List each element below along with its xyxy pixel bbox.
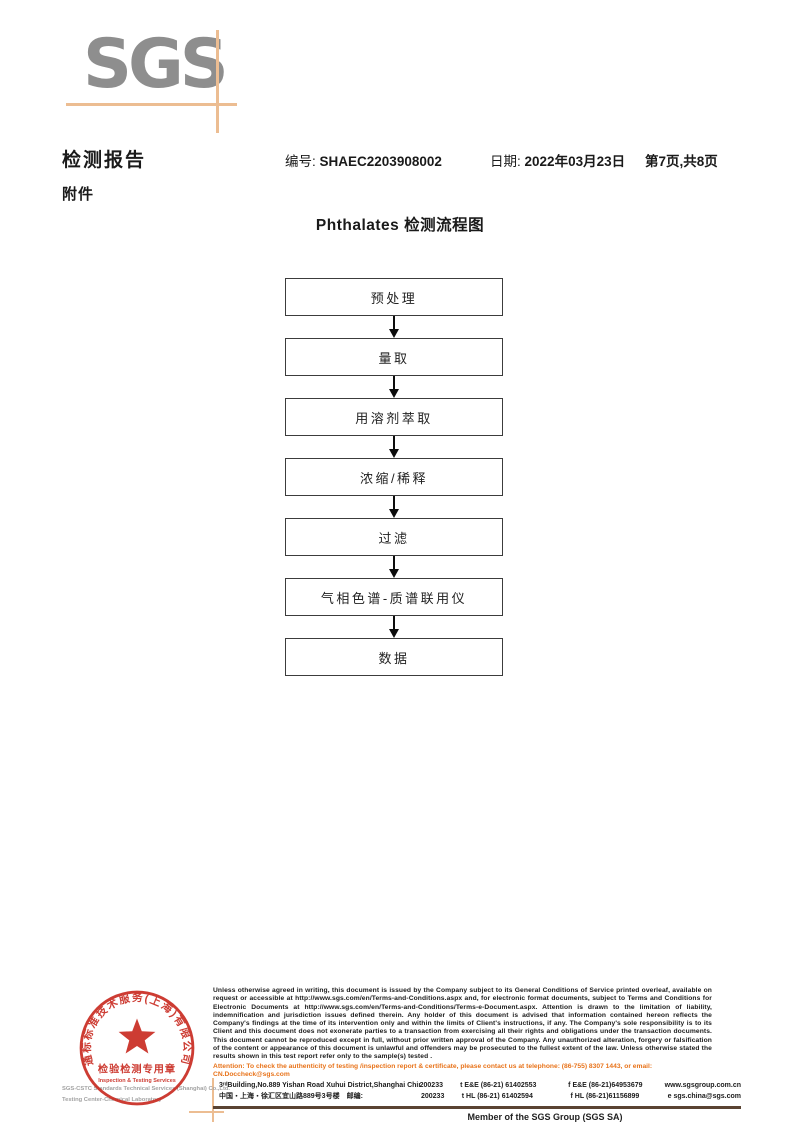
arrow-down-icon <box>285 316 503 338</box>
inspection-stamp-icon: 通标标准技术服务(上海)有限公司 检验检测专用章 Inspection & Te… <box>79 990 195 1106</box>
footer-divider <box>213 1106 741 1109</box>
legal-paragraph: Unless otherwise agreed in writing, this… <box>213 987 712 1061</box>
page-indicator: 第7页,共8页 <box>645 154 718 169</box>
address-crosshair-hline <box>189 1111 224 1113</box>
address-english: 3ʳᵈBuilding,No.889 Yishan Road Xuhui Dis… <box>219 1082 420 1089</box>
flow-step-pretreatment: 预处理 <box>285 278 503 316</box>
stamp-star-icon <box>118 1018 156 1054</box>
arrow-down-icon <box>285 616 503 638</box>
report-number-label: 编号: <box>285 154 316 169</box>
address-row-english: 3ʳᵈBuilding,No.889 Yishan Road Xuhui Dis… <box>219 1080 741 1091</box>
attachment-label: 附件 <box>62 186 95 203</box>
report-title: 检测报告 <box>62 150 147 171</box>
stamp-center-text: 检验检测专用章 <box>98 1062 176 1075</box>
arrow-down-icon <box>285 496 503 518</box>
report-number: 编号: SHAEC2203908002 <box>285 150 442 170</box>
flowchart: 预处理 量取 用溶剂萃取 浓缩/稀释 过滤 气相色谱-质谱联用仪 数据 <box>285 278 503 676</box>
address-block: 3ʳᵈBuilding,No.889 Yishan Road Xuhui Dis… <box>219 1080 741 1102</box>
lab-company-line1: SGS-CSTC Standards Technical Services (S… <box>62 1086 231 1092</box>
lab-company-line2: Testing Center-Chemical Laboratory <box>62 1097 162 1103</box>
legal-disclaimer: Unless otherwise agreed in writing, this… <box>213 987 712 1079</box>
address-row-chinese: 中国・上海・徐汇区宜山路889号3号楼 邮编: 200233 t HL (86-… <box>219 1091 741 1102</box>
sgs-logo: SGS <box>83 25 229 104</box>
address-chinese: 中国・上海・徐汇区宜山路889号3号楼 邮编: <box>219 1093 363 1100</box>
arrow-down-icon <box>285 376 503 398</box>
lab-company-name: SGS-CSTC Standards Technical Services (S… <box>62 1084 232 1106</box>
logo-horizontal-line <box>66 103 237 106</box>
flow-step-measure: 量取 <box>285 338 503 376</box>
flow-step-concentrate-dilute: 浓缩/稀释 <box>285 458 503 496</box>
website-url: www.sgsgroup.com.cn <box>664 1082 741 1089</box>
address-crosshair-vline <box>212 1078 214 1122</box>
report-date-value: 2022年03月23日 <box>524 154 626 169</box>
report-number-value: SHAEC2203908002 <box>319 154 442 169</box>
sgs-group-membership: Member of the SGS Group (SGS SA) <box>467 1112 623 1122</box>
fax-english: f E&E (86-21)64953679 <box>568 1082 643 1089</box>
flowchart-title: Phthalates 检测流程图 <box>315 217 485 234</box>
flow-step-data: 数据 <box>285 638 503 676</box>
logo-vertical-line <box>216 30 219 133</box>
attention-notice: Attention: To check the authenticity of … <box>213 1062 653 1078</box>
stamp-english-text: Inspection & Testing Services <box>98 1078 176 1084</box>
telephone-english: t E&E (86-21) 61402553 <box>460 1082 537 1089</box>
flow-step-gcms: 气相色谱-质谱联用仪 <box>285 578 503 616</box>
postcode-chinese: 200233 <box>420 1093 445 1100</box>
report-date: 日期: 2022年03月23日 <box>490 150 625 170</box>
flow-step-filter: 过滤 <box>285 518 503 556</box>
report-date-label: 日期: <box>490 154 521 169</box>
arrow-down-icon <box>285 556 503 578</box>
email-address: e sgs.china@sgs.com <box>667 1093 741 1100</box>
arrow-down-icon <box>285 436 503 458</box>
postcode-english: 200233 <box>419 1082 443 1089</box>
fax-chinese: f HL (86-21)61156899 <box>570 1093 640 1100</box>
flow-step-solvent-extraction: 用溶剂萃取 <box>285 398 503 436</box>
telephone-chinese: t HL (86-21) 61402594 <box>461 1093 533 1100</box>
